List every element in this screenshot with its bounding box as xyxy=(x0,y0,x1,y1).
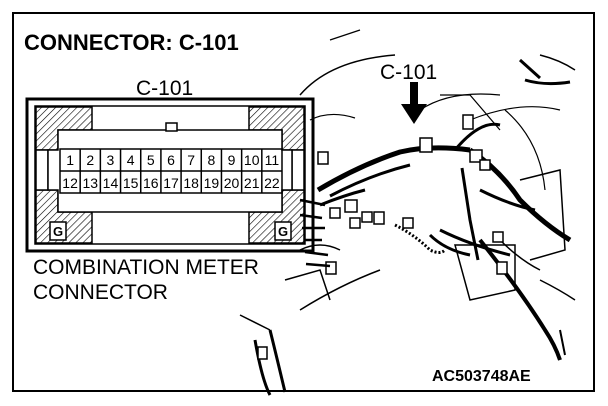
pin-11: 11 xyxy=(264,152,280,168)
pin-5: 5 xyxy=(146,152,155,168)
pin-4: 4 xyxy=(126,152,135,168)
connector-caption-line1: COMBINATION METER xyxy=(33,256,259,279)
diagram-title: CONNECTOR: C-101 xyxy=(24,30,239,55)
part-number: AC503748AE xyxy=(432,368,531,385)
harness-photo-illustration xyxy=(239,29,576,396)
ground-label-right: G xyxy=(278,224,289,239)
pin-8: 8 xyxy=(207,152,216,168)
pin-17: 17 xyxy=(163,175,179,191)
connector-face-diagram xyxy=(25,97,315,253)
pin-7: 7 xyxy=(187,152,196,168)
pin-22: 22 xyxy=(264,175,280,191)
pin-16: 16 xyxy=(143,175,159,191)
connector-caption-line2: CONNECTOR xyxy=(33,281,168,304)
pin-10: 10 xyxy=(243,152,260,168)
pin-20: 20 xyxy=(223,175,240,191)
pin-1: 1 xyxy=(66,152,74,168)
pin-19: 19 xyxy=(203,175,220,191)
pin-14: 14 xyxy=(102,175,119,191)
pin-9: 9 xyxy=(227,152,236,168)
pin-18: 18 xyxy=(183,175,199,191)
pin-3: 3 xyxy=(106,152,115,168)
pin-12: 12 xyxy=(62,175,78,191)
pin-13: 13 xyxy=(82,175,99,191)
pointer-arrow xyxy=(401,82,427,124)
pin-2: 2 xyxy=(86,152,95,168)
ground-label-left: G xyxy=(53,224,64,239)
diagram-frame xyxy=(12,12,595,392)
pin-21: 21 xyxy=(243,175,260,191)
pin-6: 6 xyxy=(167,152,175,168)
pin-15: 15 xyxy=(122,175,139,191)
connector-label-right: C-101 xyxy=(380,61,438,84)
connector-label-left: C-101 xyxy=(136,77,194,100)
